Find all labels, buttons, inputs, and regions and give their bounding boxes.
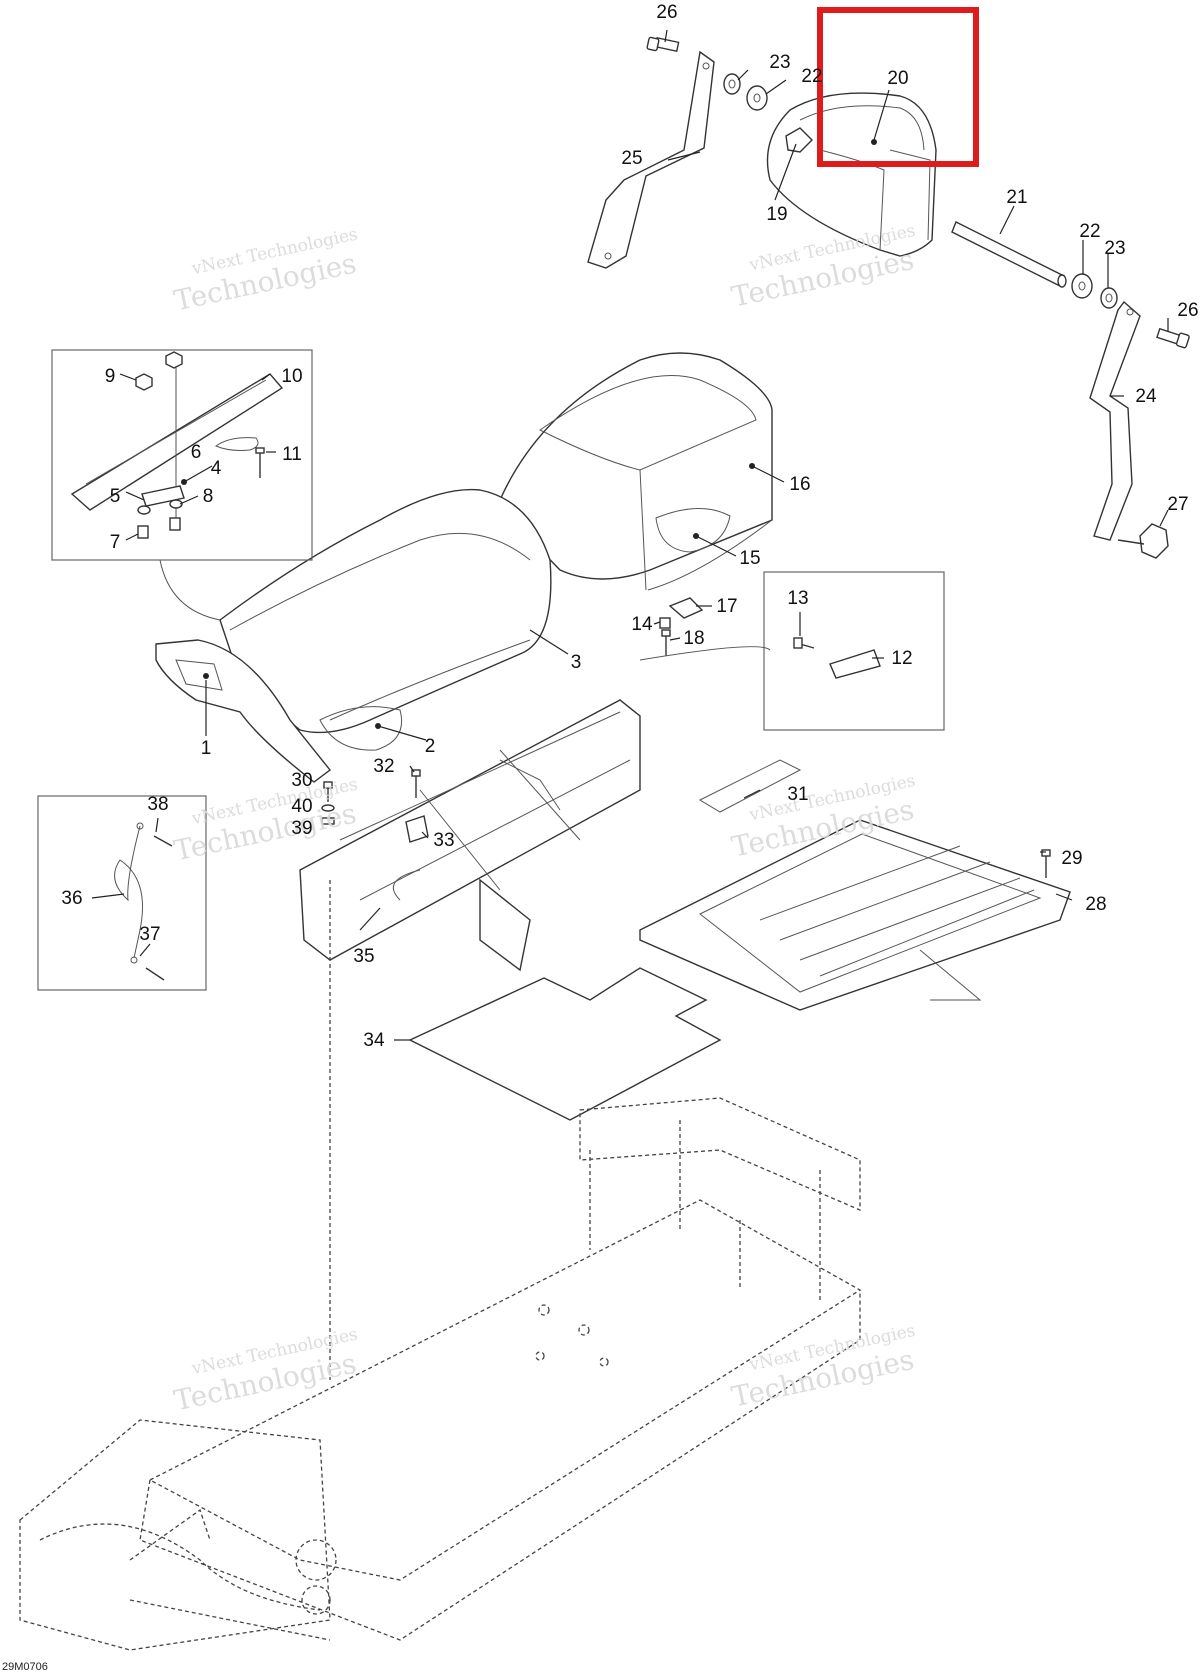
part-32-bolt <box>411 769 421 798</box>
callout-1: 1 <box>201 738 212 759</box>
part-25-left-bracket <box>587 50 715 269</box>
callout-23: 23 <box>1104 238 1125 259</box>
callout-36: 36 <box>61 888 82 909</box>
callout-40: 40 <box>291 796 312 817</box>
part-18-screw <box>661 629 671 656</box>
callout-23: 23 <box>769 52 790 73</box>
inset-box-bracket-kit <box>763 571 945 731</box>
callout-33: 33 <box>433 830 454 851</box>
inset-box-tether-kit <box>37 795 207 991</box>
highlight-box <box>817 7 979 167</box>
callout-5: 5 <box>110 486 121 507</box>
callout-28: 28 <box>1085 894 1106 915</box>
callout-8: 8 <box>203 486 214 507</box>
part-23-spacer-right <box>1100 287 1118 309</box>
part-28-cargo-tray <box>639 819 1071 1011</box>
part-22-washer-right <box>1071 273 1093 299</box>
part-26-bolt-right <box>1156 327 1190 349</box>
alignment-curve-left <box>392 869 421 901</box>
callout-19: 19 <box>766 204 787 225</box>
callout-18: 18 <box>683 628 704 649</box>
part-34-pad <box>408 967 722 1121</box>
part-29-screw <box>1041 849 1051 878</box>
callout-39: 39 <box>291 818 312 839</box>
callout-14: 14 <box>631 614 653 635</box>
callout-29: 29 <box>1061 848 1082 869</box>
callout-4: 4 <box>211 458 222 479</box>
callout-37: 37 <box>139 924 160 945</box>
leader-lines <box>91 29 1169 1041</box>
part-19-label <box>785 127 813 153</box>
part-23-spacer-top <box>723 73 741 95</box>
callout-21: 21 <box>1006 187 1027 208</box>
part-33-bracket <box>405 815 429 843</box>
callout-20: 20 <box>887 68 908 89</box>
callout-7: 7 <box>110 532 121 553</box>
callout-12: 12 <box>891 648 912 669</box>
part-27-knob <box>1117 523 1169 559</box>
part-26-bolt-top <box>646 36 680 53</box>
callout-labels: 26 23 22 20 25 19 21 22 23 26 24 27 9 10… <box>61 2 1198 1051</box>
callout-16: 16 <box>789 474 810 495</box>
part-1-front-cover <box>155 639 331 783</box>
alignment-curve-right <box>639 646 771 661</box>
callout-2: 2 <box>425 736 436 757</box>
callout-13: 13 <box>787 588 808 609</box>
part-30-bolt <box>323 781 333 802</box>
part-31-tray-rail <box>698 759 802 813</box>
callout-30: 30 <box>291 770 312 791</box>
callout-9: 9 <box>105 366 116 387</box>
drawing-code: 29M0706 <box>2 1661 48 1673</box>
part-16-rear-seat <box>499 352 773 591</box>
callout-26: 26 <box>656 2 677 23</box>
part-39-nut <box>321 817 335 825</box>
chassis-tunnel <box>19 1097 862 1651</box>
callout-22: 22 <box>801 66 822 87</box>
inset-box-handle-kit <box>51 349 313 561</box>
callout-31: 31 <box>787 784 808 805</box>
callout-24: 24 <box>1135 386 1157 407</box>
part-22-washer-top <box>746 85 768 111</box>
callout-32: 32 <box>373 756 394 777</box>
part-35-seat-frame <box>299 699 641 972</box>
callout-6: 6 <box>191 442 202 463</box>
callout-11: 11 <box>282 444 302 465</box>
callout-15: 15 <box>739 548 760 569</box>
part-21-shaft <box>951 221 1067 288</box>
callout-25: 25 <box>621 148 642 169</box>
callout-26: 26 <box>1177 300 1198 321</box>
callout-34: 34 <box>363 1030 385 1051</box>
callout-17: 17 <box>716 596 737 617</box>
part-3-seat <box>159 488 552 734</box>
part-17-clip <box>668 597 704 619</box>
callout-22: 22 <box>1079 221 1100 242</box>
callout-35: 35 <box>353 946 374 967</box>
callout-3: 3 <box>571 652 582 673</box>
callout-38: 38 <box>147 794 168 815</box>
callout-10: 10 <box>281 366 302 387</box>
part-24-right-bracket <box>1089 300 1141 541</box>
callout-27: 27 <box>1167 494 1188 515</box>
part-40-washer <box>321 804 335 812</box>
part-14-nut <box>659 617 671 629</box>
